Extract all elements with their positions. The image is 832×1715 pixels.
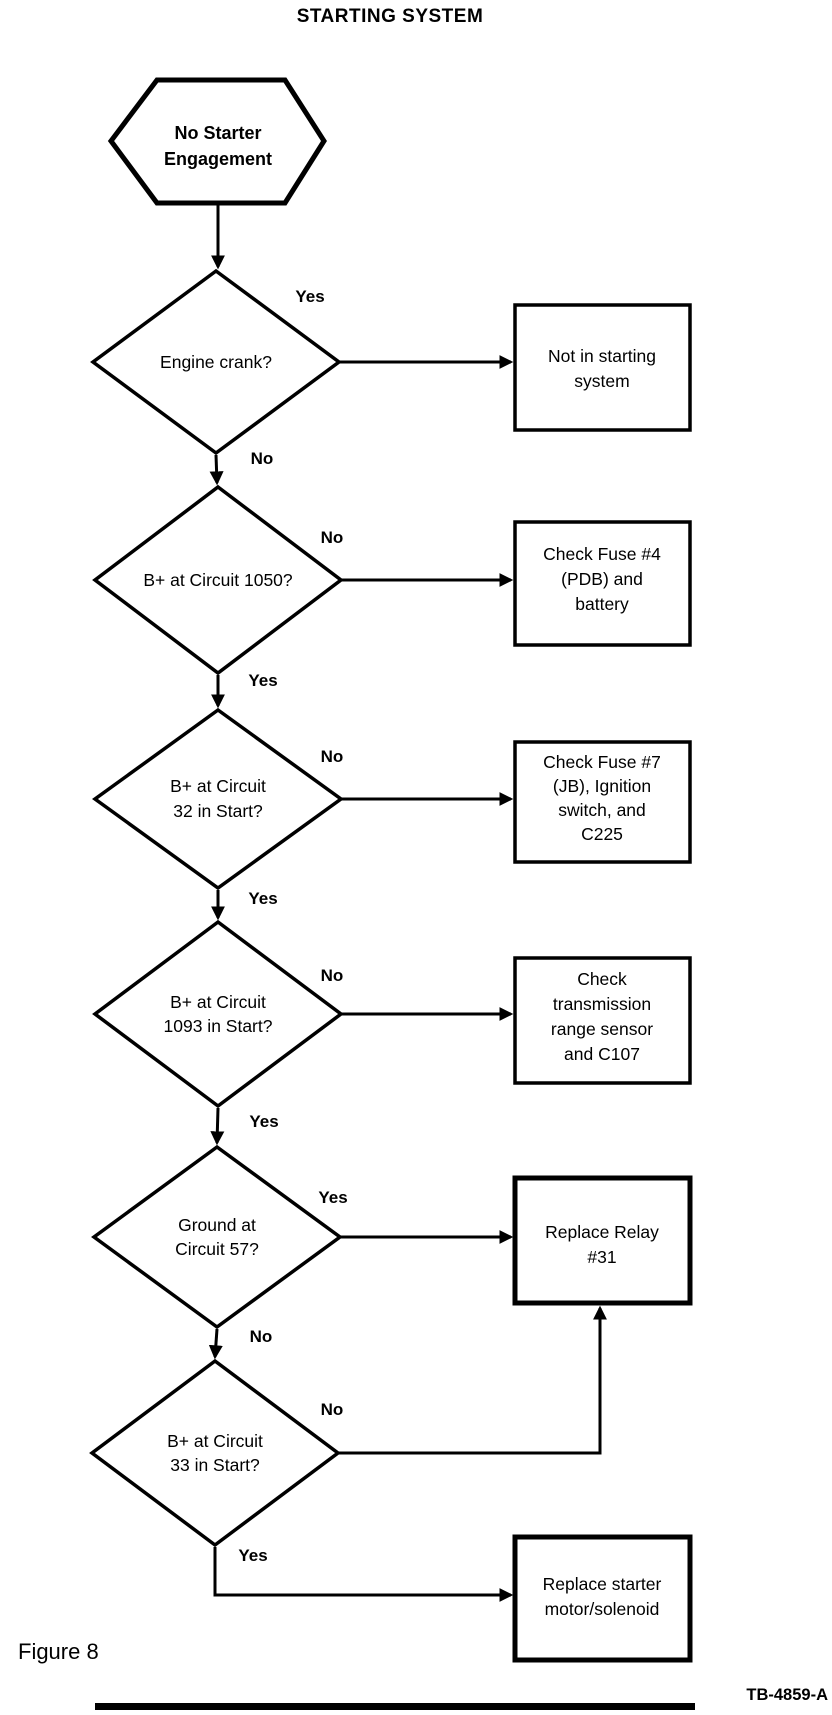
figure-label: Figure 8 (18, 1639, 99, 1664)
start-node-text-line2: Engagement (164, 149, 272, 169)
edge-label-engine-crank-yes: Yes (295, 287, 324, 306)
diamond-shape (92, 919, 344, 1109)
edge-label-circuit-32-no: No (321, 747, 344, 766)
action-text-line2: transmission (553, 994, 651, 1014)
bottom-rule (95, 1703, 695, 1710)
hexagon-shape (107, 77, 327, 206)
decision-text-line1: B+ at Circuit (167, 1431, 263, 1451)
action-text-line2: motor/solenoid (545, 1599, 660, 1619)
action-text-line2: (JB), Ignition (553, 776, 651, 796)
decision-b-plus-circuit-1050: B+ at Circuit 1050? (92, 484, 344, 676)
action-box (513, 956, 692, 1085)
action-text-line2: (PDB) and (561, 569, 643, 589)
decision-text-line1: B+ at Circuit (170, 776, 266, 796)
arrow-circuit-33-no-to-relay (339, 1305, 607, 1455)
edge-label-circuit-1050-yes: Yes (248, 671, 277, 690)
edge-label-ground-57-no: No (250, 1327, 273, 1346)
decision-b-plus-circuit-32: B+ at Circuit 32 in Start? (92, 707, 344, 891)
action-not-in-starting-system: Not in starting system (513, 303, 692, 432)
diamond-shape (89, 1358, 341, 1548)
action-box (513, 740, 692, 864)
decision-text-line1: B+ at Circuit (170, 992, 266, 1012)
decision-text-line2: 33 in Start? (170, 1455, 260, 1475)
edge-label-circuit-1093-no: No (321, 966, 344, 985)
action-box (513, 520, 692, 647)
action-text-line4: and C107 (564, 1044, 640, 1064)
start-node-text-line1: No Starter (174, 123, 261, 143)
action-text-line1: Check Fuse #4 (543, 544, 661, 564)
action-text-line1: Replace starter (543, 1574, 662, 1594)
decision-text-line2: 1093 in Start? (164, 1016, 273, 1036)
edge-label-circuit-33-yes: Yes (238, 1546, 267, 1565)
action-box (512, 1534, 693, 1663)
action-text-line1: Check Fuse #7 (543, 752, 661, 772)
decision-text: B+ at Circuit 1050? (143, 570, 293, 590)
action-check-transmission-range-sensor: Check transmission range sensor and C107 (513, 956, 692, 1085)
decision-b-plus-circuit-33: B+ at Circuit 33 in Start? (89, 1358, 341, 1548)
action-check-fuse-4: Check Fuse #4 (PDB) and battery (513, 520, 692, 647)
diamond-shape (92, 484, 344, 676)
arrow-circuit-33-yes (213, 1547, 514, 1602)
decision-b-plus-circuit-1093: B+ at Circuit 1093 in Start? (92, 919, 344, 1109)
action-replace-starter-motor: Replace starter motor/solenoid (512, 1534, 693, 1663)
diamond-shape (90, 268, 342, 456)
action-check-fuse-7: Check Fuse #7 (JB), Ignition switch, and… (513, 740, 692, 864)
action-replace-relay-31: Replace Relay #31 (512, 1175, 693, 1306)
edge-label-circuit-1093-yes: Yes (249, 1112, 278, 1131)
action-text-line3: battery (575, 594, 629, 614)
decision-engine-crank: Engine crank? (90, 268, 342, 456)
page-title: STARTING SYSTEM (297, 6, 484, 27)
edge-label-ground-57-yes: Yes (318, 1188, 347, 1207)
arrow-ground-57-no (208, 1328, 223, 1360)
edge-label-engine-crank-no: No (251, 449, 274, 468)
arrow-engine-crank-no (209, 454, 224, 486)
doc-ref: TB-4859-A (746, 1686, 828, 1704)
decision-text-line2: 32 in Start? (173, 801, 263, 821)
decision-ground-circuit-57: Ground at Circuit 57? (91, 1144, 343, 1330)
action-text-line1: Check (577, 969, 627, 989)
edge-label-circuit-32-yes: Yes (248, 889, 277, 908)
start-node-no-starter-engagement: No Starter Engagement (107, 77, 327, 206)
action-text-line2: #31 (587, 1247, 616, 1267)
action-text-line3: range sensor (551, 1019, 653, 1039)
decision-text: Engine crank? (160, 352, 272, 372)
action-box (513, 303, 692, 432)
diamond-shape (91, 1144, 343, 1330)
edge-label-circuit-33-no: No (321, 1400, 344, 1419)
decision-text-line1: Ground at (178, 1215, 256, 1235)
action-text-line4: C225 (581, 824, 623, 844)
action-text-line1: Replace Relay (545, 1222, 659, 1242)
decision-text-line2: Circuit 57? (175, 1239, 259, 1259)
action-text-line3: switch, and (558, 800, 646, 820)
action-box (512, 1175, 693, 1306)
action-text-line2: system (574, 371, 629, 391)
edge-label-circuit-1050-no: No (321, 528, 344, 547)
diamond-shape (92, 707, 344, 891)
arrow-circuit-1093-yes (210, 1107, 225, 1146)
action-text-line1: Not in starting (548, 346, 656, 366)
